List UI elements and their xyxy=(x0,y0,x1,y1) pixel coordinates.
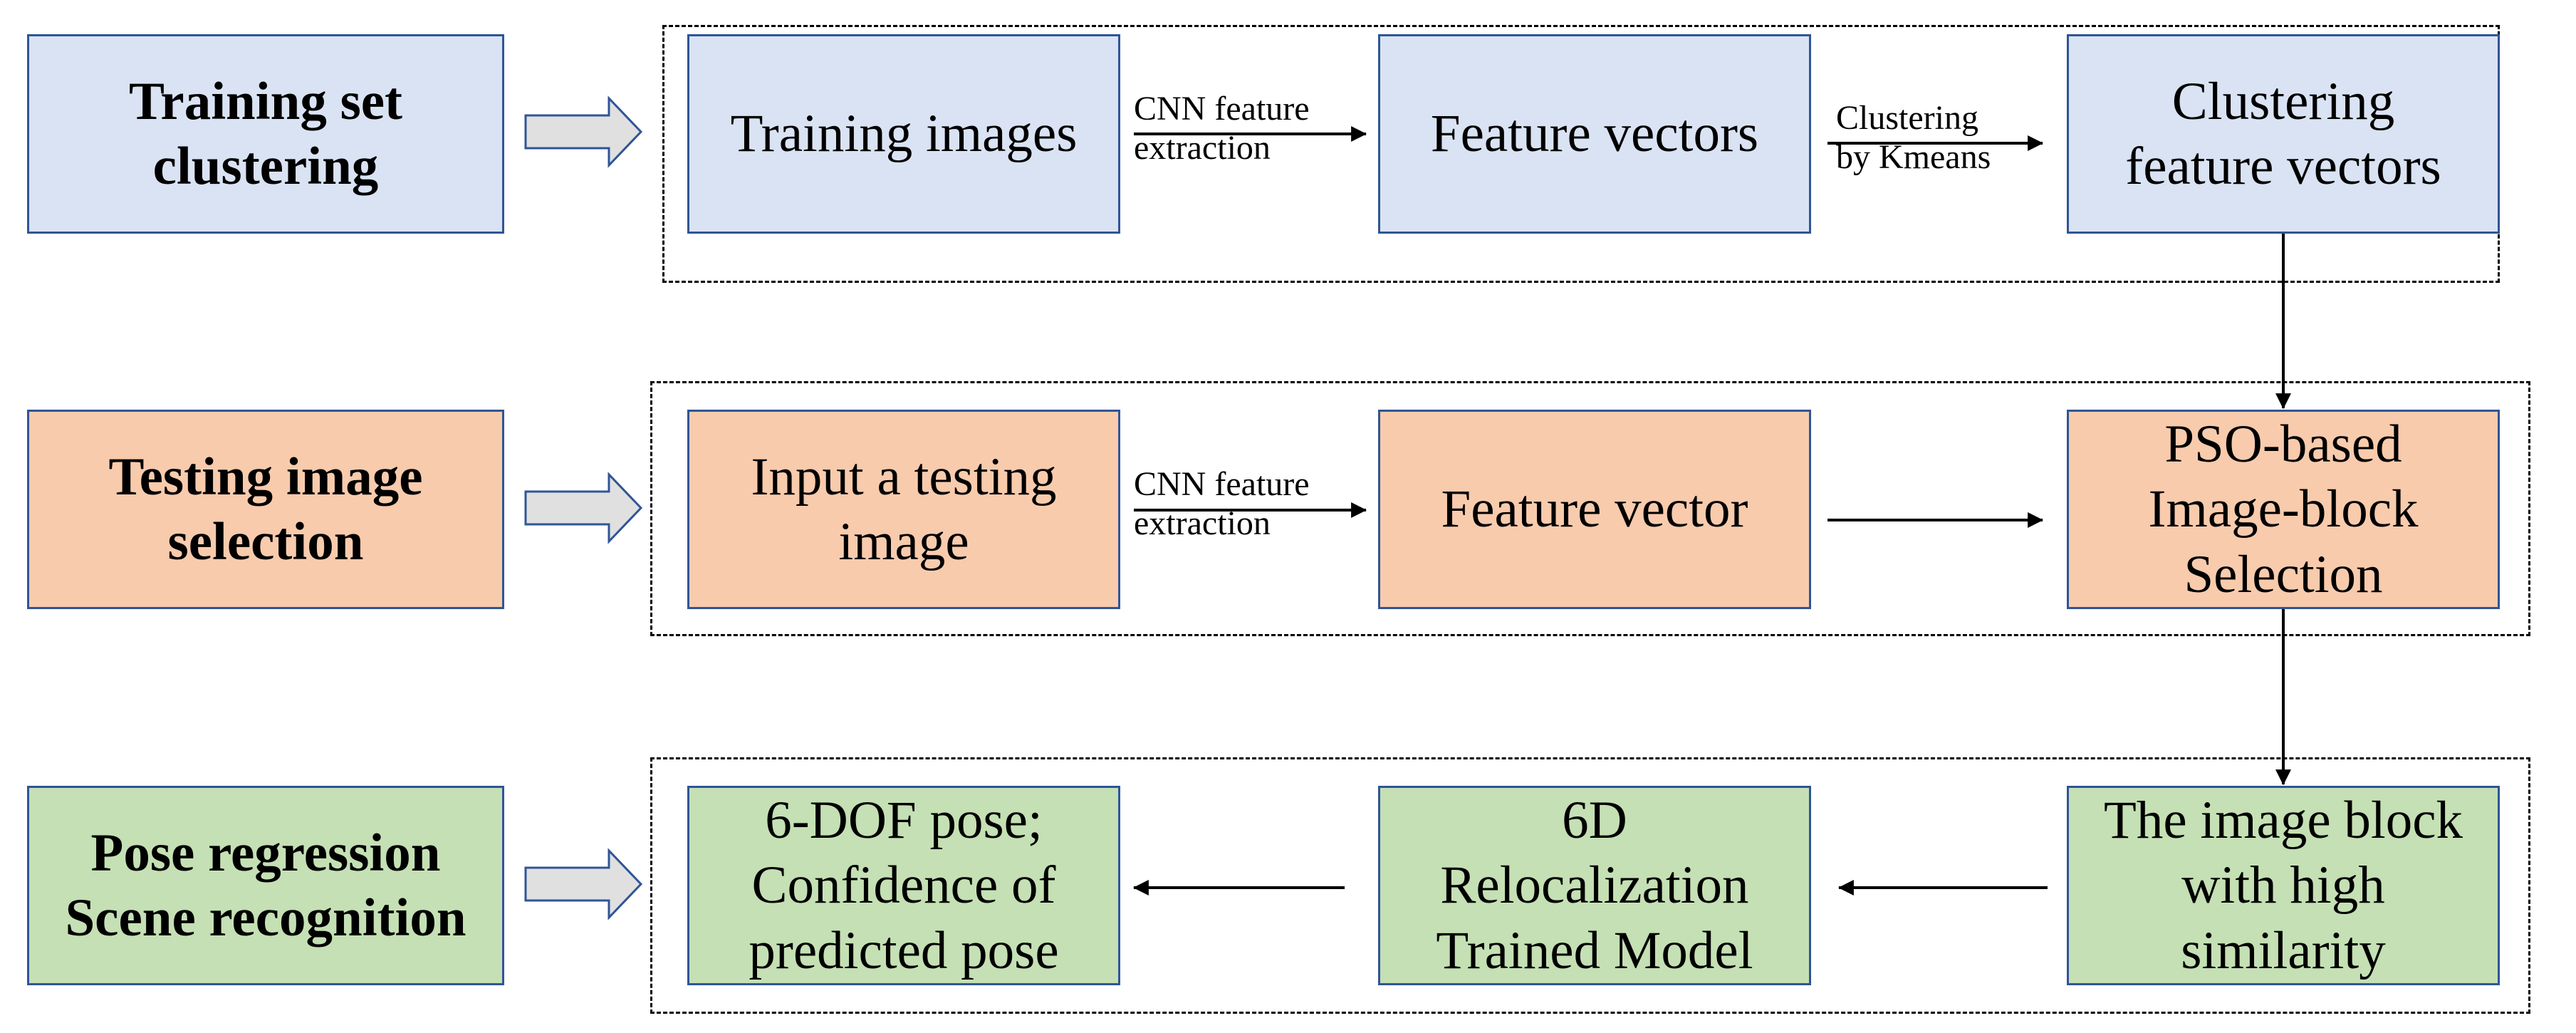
edge-label-cnn-extraction-1: CNN feature extraction xyxy=(1134,90,1310,167)
block-arrow-pose xyxy=(524,848,643,920)
group-testing xyxy=(650,381,2530,636)
relocalization-model-box: 6D Relocalization Trained Model xyxy=(1378,786,1811,985)
training-set-clustering-label: Training set clustering xyxy=(27,34,504,234)
block-arrow-training xyxy=(524,95,643,168)
input-testing-image-box: Input a testing image xyxy=(687,410,1120,609)
training-images-box: Training images xyxy=(687,34,1120,234)
high-similarity-block-box: The image block with high similarity xyxy=(2067,786,2500,985)
block-arrow-testing xyxy=(524,472,643,544)
pso-image-block-selection-box: PSO-based Image-block Selection xyxy=(2067,410,2500,609)
group-pose xyxy=(650,757,2530,1014)
pose-regression-scene-recognition-label: Pose regression Scene recognition xyxy=(27,786,504,985)
edge-label-kmeans: Clustering by Kmeans xyxy=(1836,99,1991,177)
clustering-feature-vectors-box: Clustering feature vectors xyxy=(2067,34,2500,234)
pose-confidence-box: 6-DOF pose; Confidence of predicted pose xyxy=(687,786,1120,985)
feature-vectors-box: Feature vectors xyxy=(1378,34,1811,234)
feature-vector-box: Feature vector xyxy=(1378,410,1811,609)
testing-image-selection-label: Testing image selection xyxy=(27,410,504,609)
